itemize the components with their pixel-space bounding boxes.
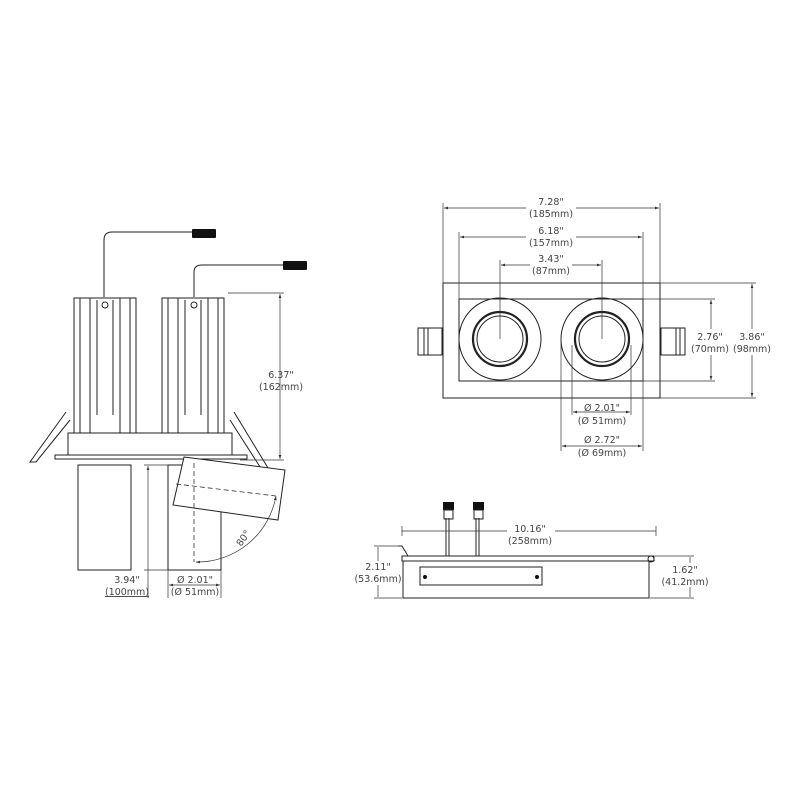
side-connector-right [660, 327, 686, 356]
spring-clip-right [229, 411, 269, 471]
body-height-in: 1.62" [672, 565, 698, 576]
front-view: 80° 6.37" (162mm) 3.94" (100mm) Ø 2.01" … [29, 229, 307, 598]
overall-width-in: 7.28" [538, 197, 564, 208]
inner-frame [458, 298, 644, 382]
height-mm: (162mm) [259, 382, 303, 393]
connector-left [443, 502, 454, 510]
trim-diameter-in: Ø 2.72" [584, 435, 620, 446]
aperture-in: Ø 2.01" [177, 575, 213, 586]
length-in: 10.16" [514, 524, 546, 535]
heatsink-left [73, 297, 137, 434]
inner-height-in: 2.76" [697, 332, 723, 343]
top-view: 7.28" (185mm) 6.18" (157mm) 3.43" (87mm)… [417, 196, 775, 459]
label-panel [419, 566, 543, 586]
tilt-angle-label: 80° [235, 529, 254, 549]
power-cable-left [103, 229, 216, 297]
overall-height-mm: (53.6mm) [354, 574, 401, 585]
height-in: 6.37" [268, 370, 294, 381]
power-cable-right [193, 261, 307, 297]
mounting-plate [401, 555, 655, 562]
depth-in: 3.94" [114, 575, 140, 586]
overall-height-mm: (98mm) [733, 344, 771, 355]
aperture-mm: (Ø 51mm) [171, 587, 220, 598]
center-spacing-in: 3.43" [538, 254, 564, 265]
driver-housing [402, 560, 650, 599]
heatsink-right [161, 297, 225, 434]
connector-right [473, 502, 484, 510]
trim-diameter-mm: (Ø 69mm) [578, 448, 627, 459]
outer-trim [442, 282, 661, 399]
body-height-mm: (41.2mm) [661, 577, 708, 588]
inner-width-in: 6.18" [538, 226, 564, 237]
inner-width-mm: (157mm) [529, 238, 573, 249]
lens-diameter-mm: (Ø 51mm) [578, 416, 627, 427]
lens-diameter-in: Ø 2.01" [584, 403, 620, 414]
overall-width-mm: (185mm) [529, 209, 573, 220]
center-spacing-mm: (87mm) [532, 266, 570, 277]
side-view: 10.16" (258mm) 2.11" (53.6mm) 1.62" (41.… [354, 502, 709, 599]
trim-flange [54, 454, 248, 460]
length-mm: (258mm) [508, 536, 552, 547]
overall-height-in: 3.86" [739, 332, 765, 343]
side-connector-left [417, 327, 443, 356]
inner-height-mm: (70mm) [691, 344, 729, 355]
tilted-lamp-cylinder [172, 456, 286, 521]
tilt-arc [195, 495, 277, 564]
housing-frame [67, 432, 233, 456]
spring-clip-left [29, 411, 71, 463]
overall-height-in: 2.11" [365, 562, 391, 573]
lamp-cylinder-left [77, 464, 132, 571]
depth-mm: (100mm) [105, 587, 149, 598]
